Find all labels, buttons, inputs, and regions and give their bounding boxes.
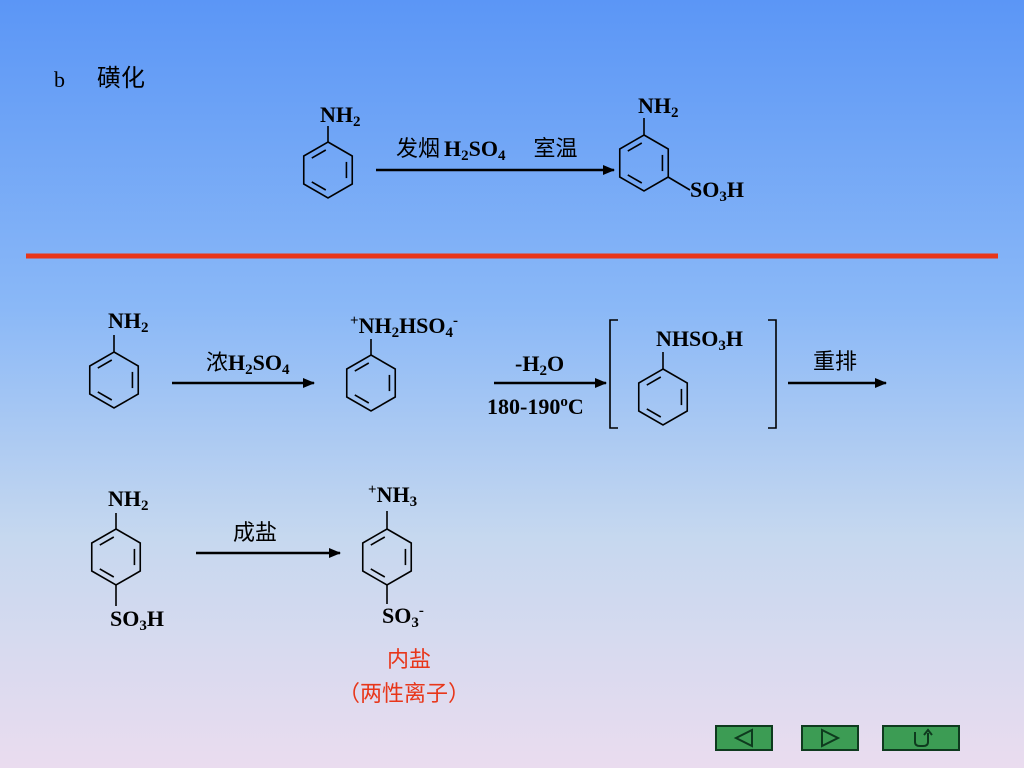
- benzene-outline: [345, 354, 397, 412]
- r1-condition-acid: H2SO4: [444, 136, 506, 164]
- benzene-double-bond: [354, 394, 370, 404]
- r2-rearrange: 重排: [813, 350, 858, 375]
- r2-reagent-conc: 浓: [206, 351, 229, 376]
- benzene-outline: [618, 134, 670, 192]
- r1-condition-temp: 室温: [533, 137, 578, 162]
- benzene-double-bond: [627, 142, 643, 152]
- benzene-double-bond: [311, 149, 327, 159]
- benzene-double-bond: [354, 362, 370, 372]
- return-arrow-icon: [914, 728, 933, 747]
- benzene-double-bond: [370, 536, 386, 546]
- benzene-double-bond: [311, 181, 327, 191]
- benzene-outline: [90, 528, 142, 586]
- r3-product-bottom: SO3-: [382, 603, 424, 631]
- r2-reagent: 浓H2SO4: [206, 350, 290, 378]
- benzene-outline: [302, 141, 354, 199]
- r1-product-top: NH2: [638, 93, 679, 121]
- r2-step-dehydrate: -H2O: [515, 351, 565, 379]
- r2-intermediate: NHSO3H: [656, 326, 743, 354]
- benzene-double-bond: [646, 408, 662, 418]
- left-triangle-icon: [733, 728, 753, 748]
- r1-reactant-group: NH2: [320, 102, 361, 130]
- benzene-ring-r1-product: [618, 134, 670, 192]
- benzene-double-bond: [97, 359, 113, 369]
- r3-reactant-bottom: SO3H: [110, 606, 164, 634]
- section-title: 磺化: [97, 64, 145, 92]
- r3-condition: 成盐: [233, 521, 278, 546]
- right-triangle-icon: [821, 728, 841, 748]
- benzene-double-bond: [370, 568, 386, 578]
- r2-reagent-acid: H2SO4: [228, 350, 290, 378]
- r1-conditions: 发烟 H2SO4 室温: [396, 136, 578, 164]
- benzene-double-bond: [97, 391, 113, 401]
- section-letter: b: [54, 67, 65, 92]
- benzene-outline: [88, 351, 140, 409]
- r2-step-temp: 180-190oC: [487, 394, 584, 419]
- bond-r1-product-side: [667, 176, 691, 191]
- benzene-outline: [361, 528, 413, 586]
- r3-reactant-top: NH2: [108, 486, 149, 514]
- r3-note-line1: 内盐: [387, 648, 432, 673]
- r2-reactant-group: NH2: [108, 308, 149, 336]
- benzene-ring-r2-reactant: [88, 351, 140, 409]
- nav-next-button[interactable]: [801, 725, 859, 751]
- benzene-ring-r2-salt: [345, 354, 397, 412]
- r3-product-top: +NH3: [368, 482, 418, 510]
- benzene-double-bond: [646, 376, 662, 386]
- benzene-double-bond: [99, 536, 115, 546]
- bracket-right: [768, 319, 777, 429]
- r1-condition-fuming: 发烟: [396, 137, 441, 162]
- benzene-ring-r3-product: [361, 528, 413, 586]
- benzene-double-bond: [627, 174, 643, 184]
- r2-salt: +NH2HSO4-: [350, 313, 459, 341]
- benzene-ring-r1-reactant: [302, 141, 354, 199]
- benzene-double-bond: [99, 568, 115, 578]
- bracket-left: [609, 319, 618, 429]
- benzene-outline: [637, 368, 689, 426]
- benzene-ring-r2-intermediate: [637, 368, 689, 426]
- benzene-ring-r3-reactant: [90, 528, 142, 586]
- r3-note-line2: （两性离子）: [338, 682, 471, 707]
- r1-product-side: SO3H: [690, 177, 744, 205]
- nav-back-button[interactable]: [882, 725, 960, 751]
- nav-prev-button[interactable]: [715, 725, 773, 751]
